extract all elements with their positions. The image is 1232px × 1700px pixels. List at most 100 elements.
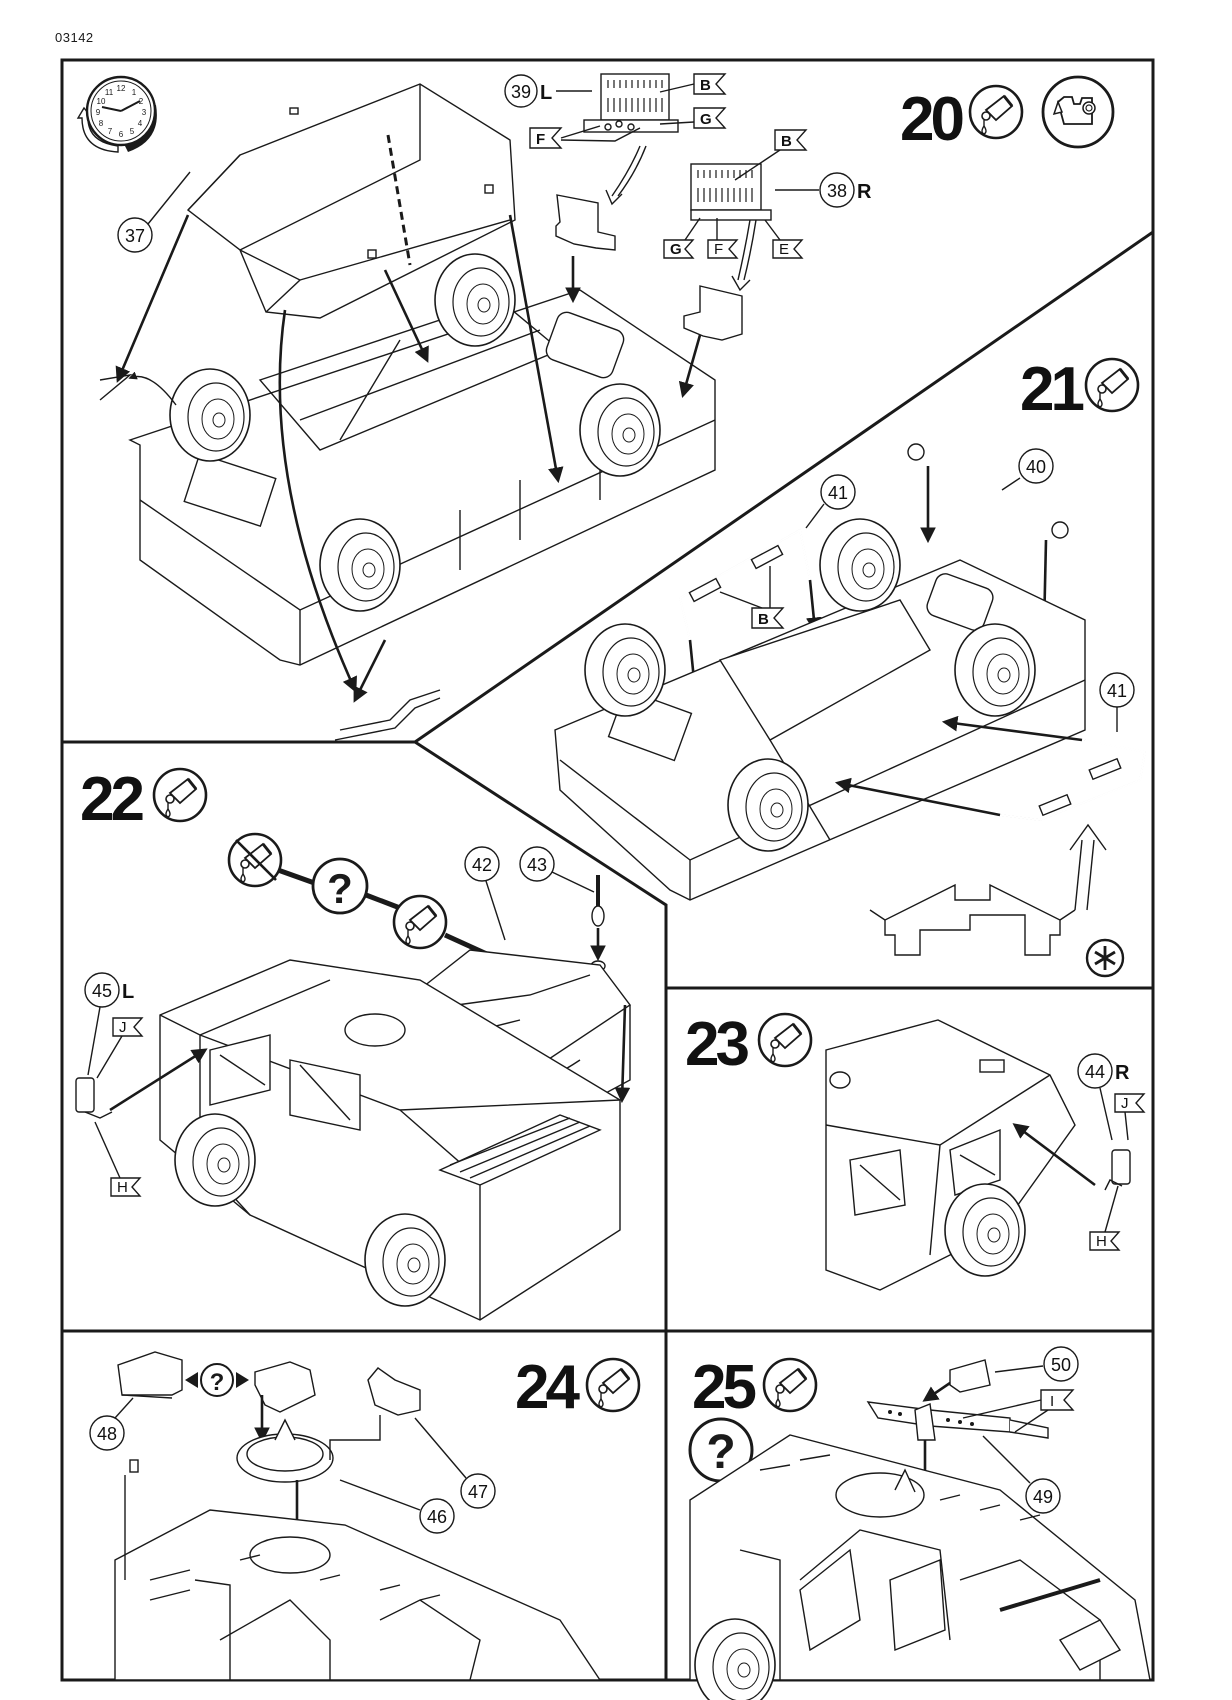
paint-flag-H: H bbox=[1089, 1185, 1121, 1251]
paint-flag-B: B bbox=[719, 566, 785, 629]
wheel bbox=[694, 1618, 776, 1700]
wheel bbox=[364, 1213, 446, 1307]
step-25: 25 ? 50 I 49 bbox=[688, 1346, 1151, 1700]
divider-22 bbox=[414, 740, 668, 1331]
svg-text:1: 1 bbox=[132, 88, 137, 97]
part-callout-40 bbox=[1018, 448, 1054, 484]
roof-part-37 bbox=[186, 83, 516, 319]
svg-text:40: 40 bbox=[1026, 457, 1046, 477]
step-24: 24 ? 48 46 47 bbox=[89, 1351, 641, 1681]
glue-tube-icon bbox=[757, 1012, 813, 1068]
glue-tube-icon bbox=[1084, 357, 1140, 413]
part-callout-43 bbox=[519, 846, 555, 882]
paint-flag-F: F bbox=[529, 125, 641, 149]
question-icon: ? bbox=[200, 1363, 234, 1397]
glue-tube-icon bbox=[152, 767, 208, 823]
side-label-left: L bbox=[540, 82, 552, 104]
vehicle-body-22 bbox=[159, 959, 621, 1321]
svg-text:?: ? bbox=[327, 865, 353, 912]
svg-text:10: 10 bbox=[97, 97, 106, 106]
svg-text:50: 50 bbox=[1051, 1355, 1071, 1375]
svg-text:H: H bbox=[1096, 1233, 1107, 1250]
part-callout-49 bbox=[1025, 1478, 1061, 1514]
wheel bbox=[319, 518, 401, 612]
part-callout-46 bbox=[419, 1498, 455, 1534]
svg-text:38: 38 bbox=[827, 181, 847, 201]
svg-text:G: G bbox=[670, 241, 682, 258]
part-callout-44 bbox=[1077, 1053, 1113, 1089]
side-label-right: R bbox=[1115, 1062, 1130, 1084]
part-callout-37 bbox=[117, 217, 153, 253]
side-label-left: L bbox=[122, 981, 134, 1003]
document-code: 03142 bbox=[55, 30, 94, 45]
wheel bbox=[434, 253, 516, 347]
vehicle-body-23 bbox=[825, 1019, 1076, 1291]
wheel bbox=[579, 383, 661, 477]
wheel bbox=[727, 758, 809, 852]
svg-text:I: I bbox=[1050, 1393, 1054, 1410]
glue-tube-icon bbox=[968, 84, 1024, 140]
glue-tube-icon bbox=[392, 894, 448, 950]
paint-flag-E: E bbox=[764, 219, 804, 259]
svg-text:6: 6 bbox=[119, 130, 124, 139]
glue-tube-icon bbox=[585, 1357, 641, 1413]
hatch-ring-46 bbox=[236, 1418, 334, 1483]
svg-text:11: 11 bbox=[105, 88, 114, 97]
step-number: 20 bbox=[900, 85, 962, 154]
svg-text:42: 42 bbox=[472, 855, 492, 875]
machine-gun-49 bbox=[866, 1401, 1049, 1441]
vehicle-top-25 bbox=[689, 1434, 1151, 1681]
svg-text:H: H bbox=[117, 1179, 128, 1196]
paint-flag-J: J bbox=[1099, 1087, 1146, 1141]
masking-tape-icon bbox=[1041, 75, 1115, 149]
question-icon: ? bbox=[311, 857, 369, 915]
glue-tube-icon bbox=[762, 1357, 818, 1413]
step-number: 25 bbox=[692, 1353, 755, 1422]
step-number: 22 bbox=[80, 765, 142, 834]
paint-flag-H: H bbox=[94, 1121, 142, 1197]
svg-text:G: G bbox=[700, 111, 712, 128]
step-number: 23 bbox=[685, 1010, 748, 1079]
wheel bbox=[819, 518, 901, 612]
paint-flag-G: G bbox=[663, 217, 701, 259]
part-callout-45 bbox=[84, 972, 120, 1008]
chassis-step-21 bbox=[554, 559, 1086, 901]
paint-flag-B: B bbox=[659, 73, 727, 95]
paint-flag-G: G bbox=[659, 107, 727, 129]
svg-text:B: B bbox=[781, 133, 792, 150]
vehicle-top-24 bbox=[114, 1459, 602, 1681]
mount-47 bbox=[367, 1367, 421, 1416]
svg-text:5: 5 bbox=[130, 127, 135, 136]
svg-text:F: F bbox=[536, 131, 545, 148]
svg-text:E: E bbox=[779, 241, 789, 258]
svg-text:?: ? bbox=[706, 1426, 735, 1479]
ammo-box-50 bbox=[949, 1359, 991, 1393]
svg-text:45: 45 bbox=[92, 981, 112, 1001]
part-callout-42 bbox=[464, 846, 500, 882]
svg-text:43: 43 bbox=[527, 855, 547, 875]
svg-text:48: 48 bbox=[97, 1424, 117, 1444]
step-number: 21 bbox=[1020, 355, 1083, 424]
svg-text:2: 2 bbox=[139, 97, 144, 106]
part-callout-47 bbox=[460, 1473, 496, 1509]
paint-flag-F: F bbox=[707, 218, 739, 259]
svg-text:41: 41 bbox=[828, 483, 848, 503]
svg-text:44: 44 bbox=[1085, 1062, 1105, 1082]
step-23: 23 44 R J H bbox=[685, 1010, 1146, 1291]
svg-text:12: 12 bbox=[117, 84, 126, 93]
svg-text:46: 46 bbox=[427, 1507, 447, 1527]
step-21: 21 40 41 41 B bbox=[554, 355, 1147, 978]
svg-text:8: 8 bbox=[99, 119, 104, 128]
wheel bbox=[944, 1183, 1026, 1277]
step-number: 24 bbox=[515, 1353, 580, 1422]
part-callout-41 bbox=[820, 474, 856, 510]
svg-text:37: 37 bbox=[125, 226, 145, 246]
svg-text:9: 9 bbox=[96, 108, 101, 117]
svg-text:J: J bbox=[119, 1019, 127, 1036]
paint-flag-I: I bbox=[962, 1389, 1075, 1433]
chassis-step-20 bbox=[128, 289, 716, 666]
paint-flag-B: B bbox=[734, 129, 808, 181]
svg-text:39: 39 bbox=[511, 82, 531, 102]
